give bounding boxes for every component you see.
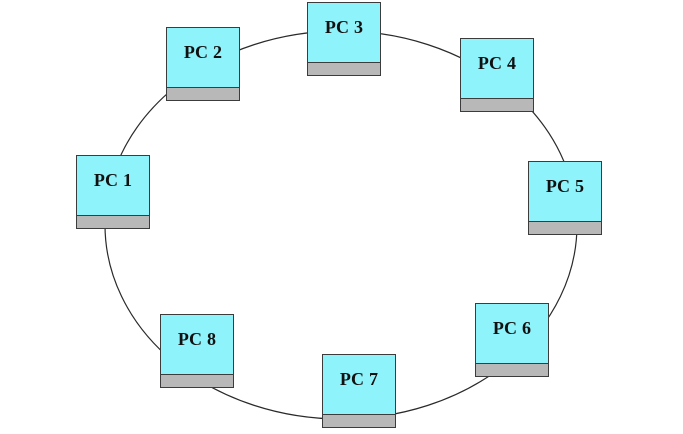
computer-node-pc5: PC 5 [528,161,602,235]
node-label: PC 6 [492,318,532,338]
computer-node-pc8: PC 8 [160,314,234,388]
node-label: PC 5 [545,176,585,196]
node-label: PC 4 [477,53,517,73]
computer-node-pc7: PC 7 [322,354,396,428]
computer-node-pc6: PC 6 [475,303,549,377]
computer-base-bar [161,374,233,387]
node-label: PC 8 [177,329,217,349]
node-label: PC 2 [183,42,223,62]
node-label: PC 3 [324,17,364,37]
computer-base-bar [529,221,601,234]
node-label: PC 1 [93,170,133,190]
computer-base-bar [461,98,533,111]
computer-node-pc2: PC 2 [166,27,240,101]
node-label: PC 7 [339,369,379,389]
computer-node-pc3: PC 3 [307,2,381,76]
computer-base-bar [308,62,380,75]
computer-node-pc1: PC 1 [76,155,150,229]
computer-node-pc4: PC 4 [460,38,534,112]
computer-base-bar [476,363,548,376]
computer-base-bar [167,87,239,100]
computer-base-bar [77,215,149,228]
computer-base-bar [323,414,395,427]
